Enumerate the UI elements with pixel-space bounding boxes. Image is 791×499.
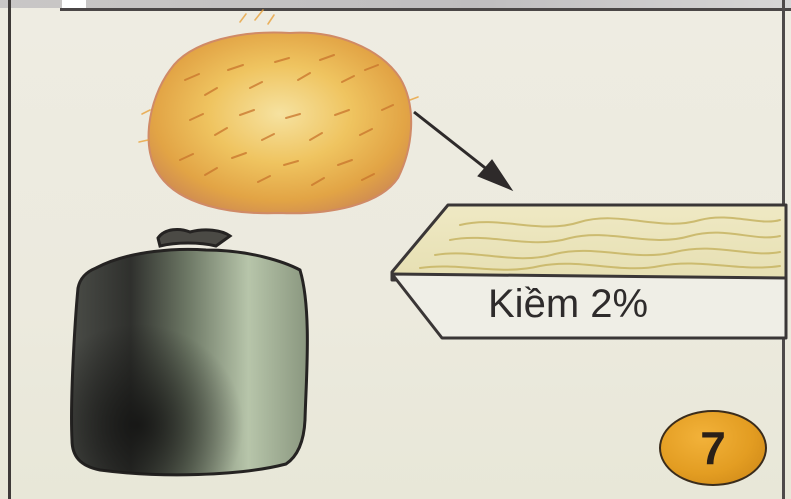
step-number: 7 [700,425,726,471]
alkali-label: Kiềm 2% [488,284,648,324]
straw-bundle-illustration [139,10,418,213]
sack-bag-illustration [72,230,308,475]
step-number-badge: 7 [659,410,767,486]
arrow-to-tray [414,112,512,190]
